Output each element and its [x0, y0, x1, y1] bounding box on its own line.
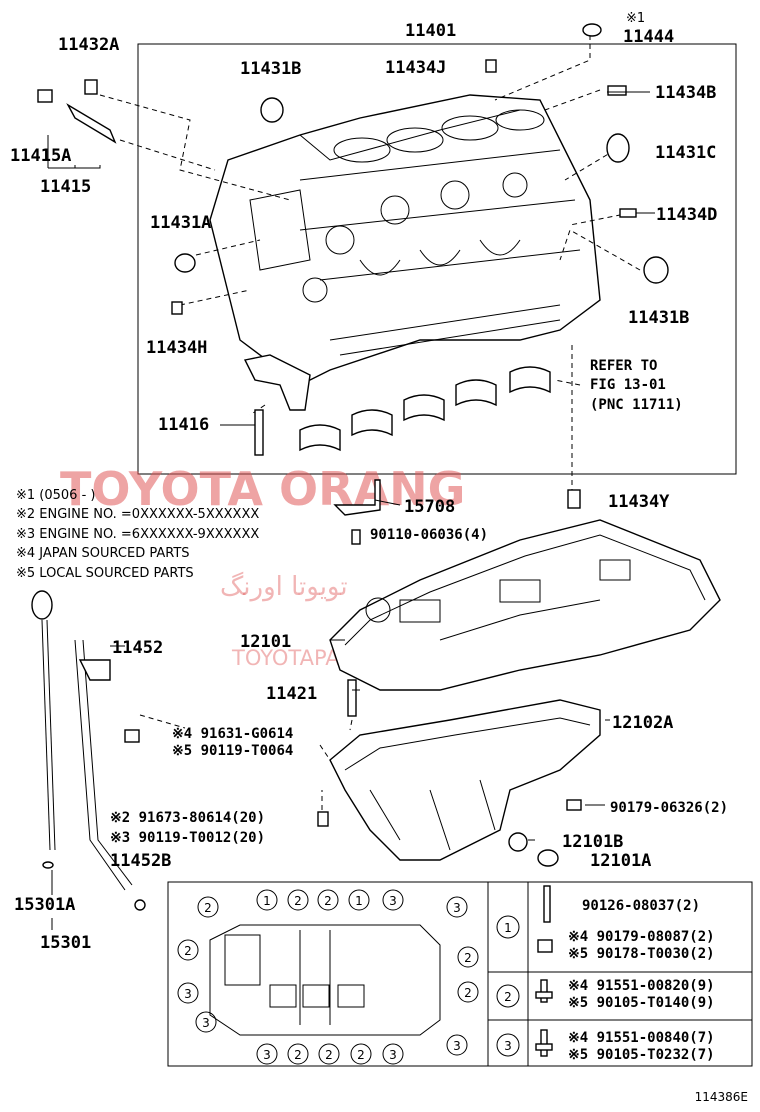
label-91631: ※4 91631-G0614 [172, 726, 293, 742]
label-11434Y: 11434Y [608, 492, 670, 512]
watermark-main: TOYOTA ORANG [60, 462, 465, 516]
main-bearing-caps [299, 366, 551, 452]
callout: 2 [464, 951, 472, 965]
bolt-location-box [167, 881, 753, 1067]
callout: 2 [184, 944, 192, 958]
cylinder-block-frame [137, 43, 737, 475]
stud-bolt [347, 679, 357, 717]
legend-row2-num: 2 [504, 990, 512, 1004]
label-11434J: 11434J [385, 58, 446, 78]
label-11434H: 11434H [146, 338, 207, 358]
note-4: ※4 JAPAN SOURCED PARTS [16, 546, 190, 561]
note-3: ※3 ENGINE NO. =6XXXXXX-9XXXXXX [16, 527, 259, 542]
label-12101B: 12101B [562, 832, 623, 852]
label-15301: 15301 [40, 933, 91, 953]
label-11415: 11415 [40, 177, 91, 197]
label-11444: 11444 [623, 27, 674, 47]
callout: 3 [184, 987, 192, 1001]
label-11421: 11421 [266, 684, 317, 704]
label-11431B-top: 11431B [240, 59, 301, 79]
callout: 3 [263, 1048, 271, 1062]
label-11431B-right: 11431B [628, 308, 689, 328]
label-15301A: 15301A [14, 895, 75, 915]
label-90119-T0064: ※5 90119-T0064 [172, 743, 293, 759]
label-12101: 12101 [240, 632, 291, 652]
figure-id: 114386E [695, 1090, 748, 1104]
legend-91551-00840: ※4 91551-00840(7) [568, 1030, 715, 1046]
legend-row3-num: 3 [504, 1039, 512, 1053]
callout: 2 [204, 901, 212, 915]
label-11434D: 11434D [656, 205, 717, 225]
label-11431A: 11431A [150, 213, 211, 233]
note-5: ※5 LOCAL SOURCED PARTS [16, 566, 194, 581]
label-11432A: 11432A [58, 35, 119, 55]
legend-90179-08087: ※4 90179-08087(2) [568, 929, 715, 945]
refer-line2: FIG 13-01 [590, 377, 666, 393]
label-11434B: 11434B [655, 83, 716, 103]
oil-pan-lower [329, 699, 601, 861]
label-90110-06036: 90110-06036(4) [370, 527, 488, 543]
callout: 3 [389, 1048, 397, 1062]
bolt-legend: 1 90126-08037(2) ※4 90179-08087(2) ※5 90… [496, 885, 715, 1063]
callout: 3 [453, 901, 461, 915]
oil-dipstick [31, 590, 146, 911]
callout: 2 [294, 894, 302, 908]
legend-90105-T0140: ※5 90105-T0140(9) [568, 995, 715, 1011]
callout: 2 [357, 1048, 365, 1062]
callout: 3 [202, 1016, 210, 1030]
legend-row1-num: 1 [504, 921, 512, 935]
label-91673: ※2 91673-80614(20) [110, 810, 265, 826]
pan-callouts: 2 1 2 2 1 3 3 2 2 3 2 3 3 2 2 2 3 3 [177, 889, 479, 1065]
callout: 2 [325, 1048, 333, 1062]
legend-90126-08037: 90126-08037(2) [582, 898, 700, 914]
callout: 3 [453, 1039, 461, 1053]
label-11401: 11401 [405, 21, 456, 41]
label-11415A: 11415A [10, 146, 71, 166]
note-1: ※1 (0506 - ) [16, 488, 95, 503]
callout: 2 [294, 1048, 302, 1062]
callout: 1 [263, 894, 271, 908]
legend-90105-T0232: ※5 90105-T0232(7) [568, 1047, 715, 1063]
callout: 1 [355, 894, 363, 908]
label-11452: 11452 [112, 638, 163, 658]
legend-90178-T0030: ※5 90178-T0030(2) [568, 946, 715, 962]
label-note1-marker: ※1 [626, 11, 645, 26]
callout: 3 [389, 894, 397, 908]
label-12101A: 12101A [590, 851, 651, 871]
label-15708: 15708 [404, 497, 455, 517]
label-11416: 11416 [158, 415, 209, 435]
cylinder-block-illustration [209, 94, 601, 411]
watermark-arabic: تويوتا اورنگ [220, 571, 348, 602]
label-11452B: 11452B [110, 851, 171, 871]
oil-pan-upper [329, 519, 721, 691]
refer-line1: REFER TO [590, 358, 657, 374]
label-12102A: 12102A [612, 713, 673, 733]
label-11431C: 11431C [655, 143, 716, 163]
note-2: ※2 ENGINE NO. =0XXXXXX-5XXXXXX [16, 507, 259, 522]
label-90119-T0012: ※3 90119-T0012(20) [110, 830, 265, 846]
callout: 2 [324, 894, 332, 908]
refer-line3: (PNC 11711) [590, 397, 683, 413]
legend-91551-00820: ※4 91551-00820(9) [568, 978, 715, 994]
label-90179-06326: 90179-06326(2) [610, 800, 728, 816]
small-parts-upper [37, 23, 669, 456]
pan-bolt-map [209, 924, 441, 1036]
callout: 2 [464, 986, 472, 1000]
